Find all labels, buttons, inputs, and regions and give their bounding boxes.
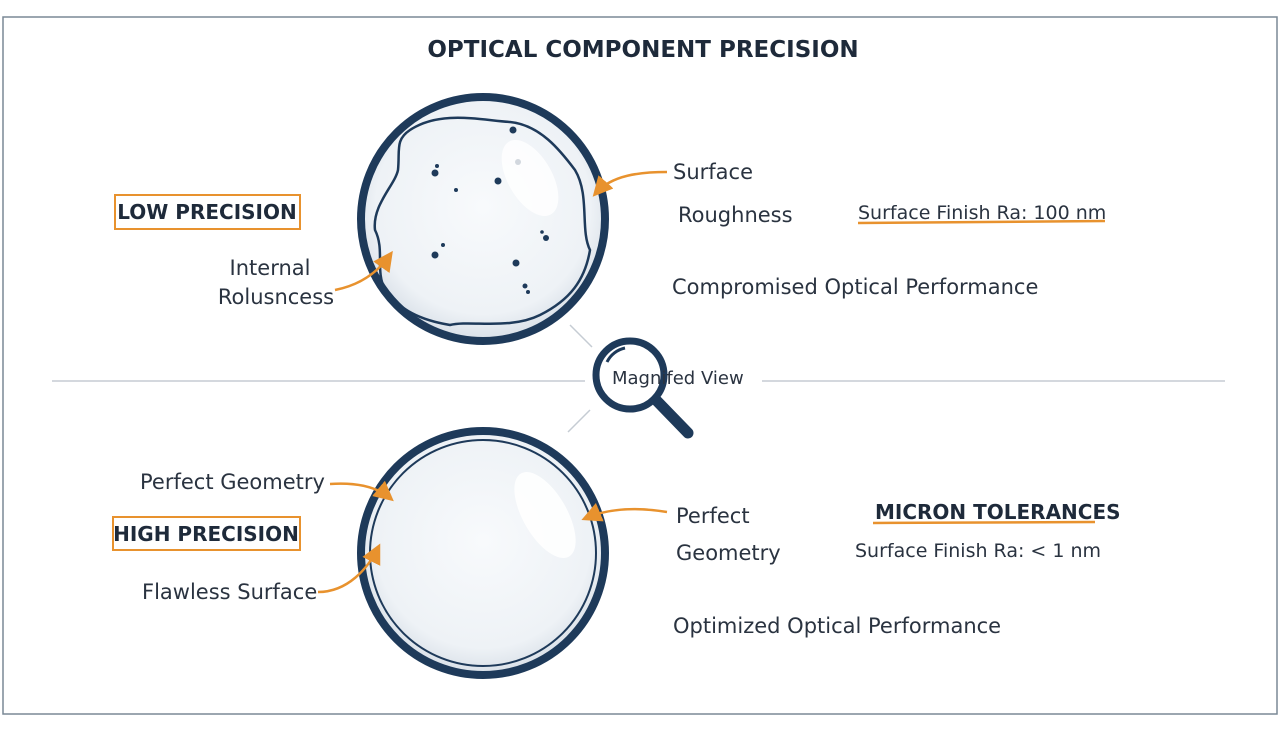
perfect-geometry-left-label: Perfect Geometry xyxy=(140,470,325,494)
low-finish-underline xyxy=(857,219,1106,225)
arrow-internal-roughness xyxy=(334,250,393,292)
low-precision-lens xyxy=(357,93,609,345)
internal-roughness-label-2: Rolusncess xyxy=(218,285,334,309)
surface-roughness-label-2: Roughness xyxy=(678,203,793,227)
high-precision-badge xyxy=(112,516,301,551)
micron-tolerances-label: MICRON TOLERANCES xyxy=(875,500,1121,524)
internal-roughness-label-1: Internal xyxy=(230,256,311,280)
surface-roughness-label-1: Surface xyxy=(673,160,753,184)
flawless-surface-label: Flawless Surface xyxy=(142,580,317,604)
high-precision-lens xyxy=(357,427,609,679)
magnified-view-label: Magnifed View xyxy=(612,368,744,389)
connector-bottom xyxy=(567,409,591,433)
diagram-title: OPTICAL COMPONENT PRECISION xyxy=(427,37,858,63)
high-performance: Optimized Optical Performance xyxy=(673,614,1001,638)
perfect-geometry-right-label-1: Perfect xyxy=(676,504,750,528)
low-surface-finish: Surface Finish Ra: 100 nm xyxy=(858,202,1106,224)
low-precision-label: LOW PRECISION xyxy=(117,200,296,224)
arrow-flawless-surface xyxy=(317,543,381,594)
arrow-perfect-geometry-left xyxy=(329,480,394,502)
low-performance: Compromised Optical Performance xyxy=(672,275,1038,299)
arrow-surface-roughness xyxy=(592,170,668,197)
inclusions xyxy=(431,126,549,294)
connector-top xyxy=(569,324,593,348)
arrow-perfect-geometry-right xyxy=(581,502,668,522)
magnifying-glass-icon xyxy=(592,337,694,439)
high-surface-finish: Surface Finish Ra: < 1 nm xyxy=(855,540,1101,562)
perfect-geometry-right-label-2: Geometry xyxy=(676,541,781,565)
callout-arrows xyxy=(317,170,668,594)
internal-irregularity xyxy=(373,116,592,327)
high-precision-label: HIGH PRECISION xyxy=(113,522,299,546)
tolerances-underline xyxy=(872,520,1096,525)
low-precision-badge xyxy=(114,194,301,230)
